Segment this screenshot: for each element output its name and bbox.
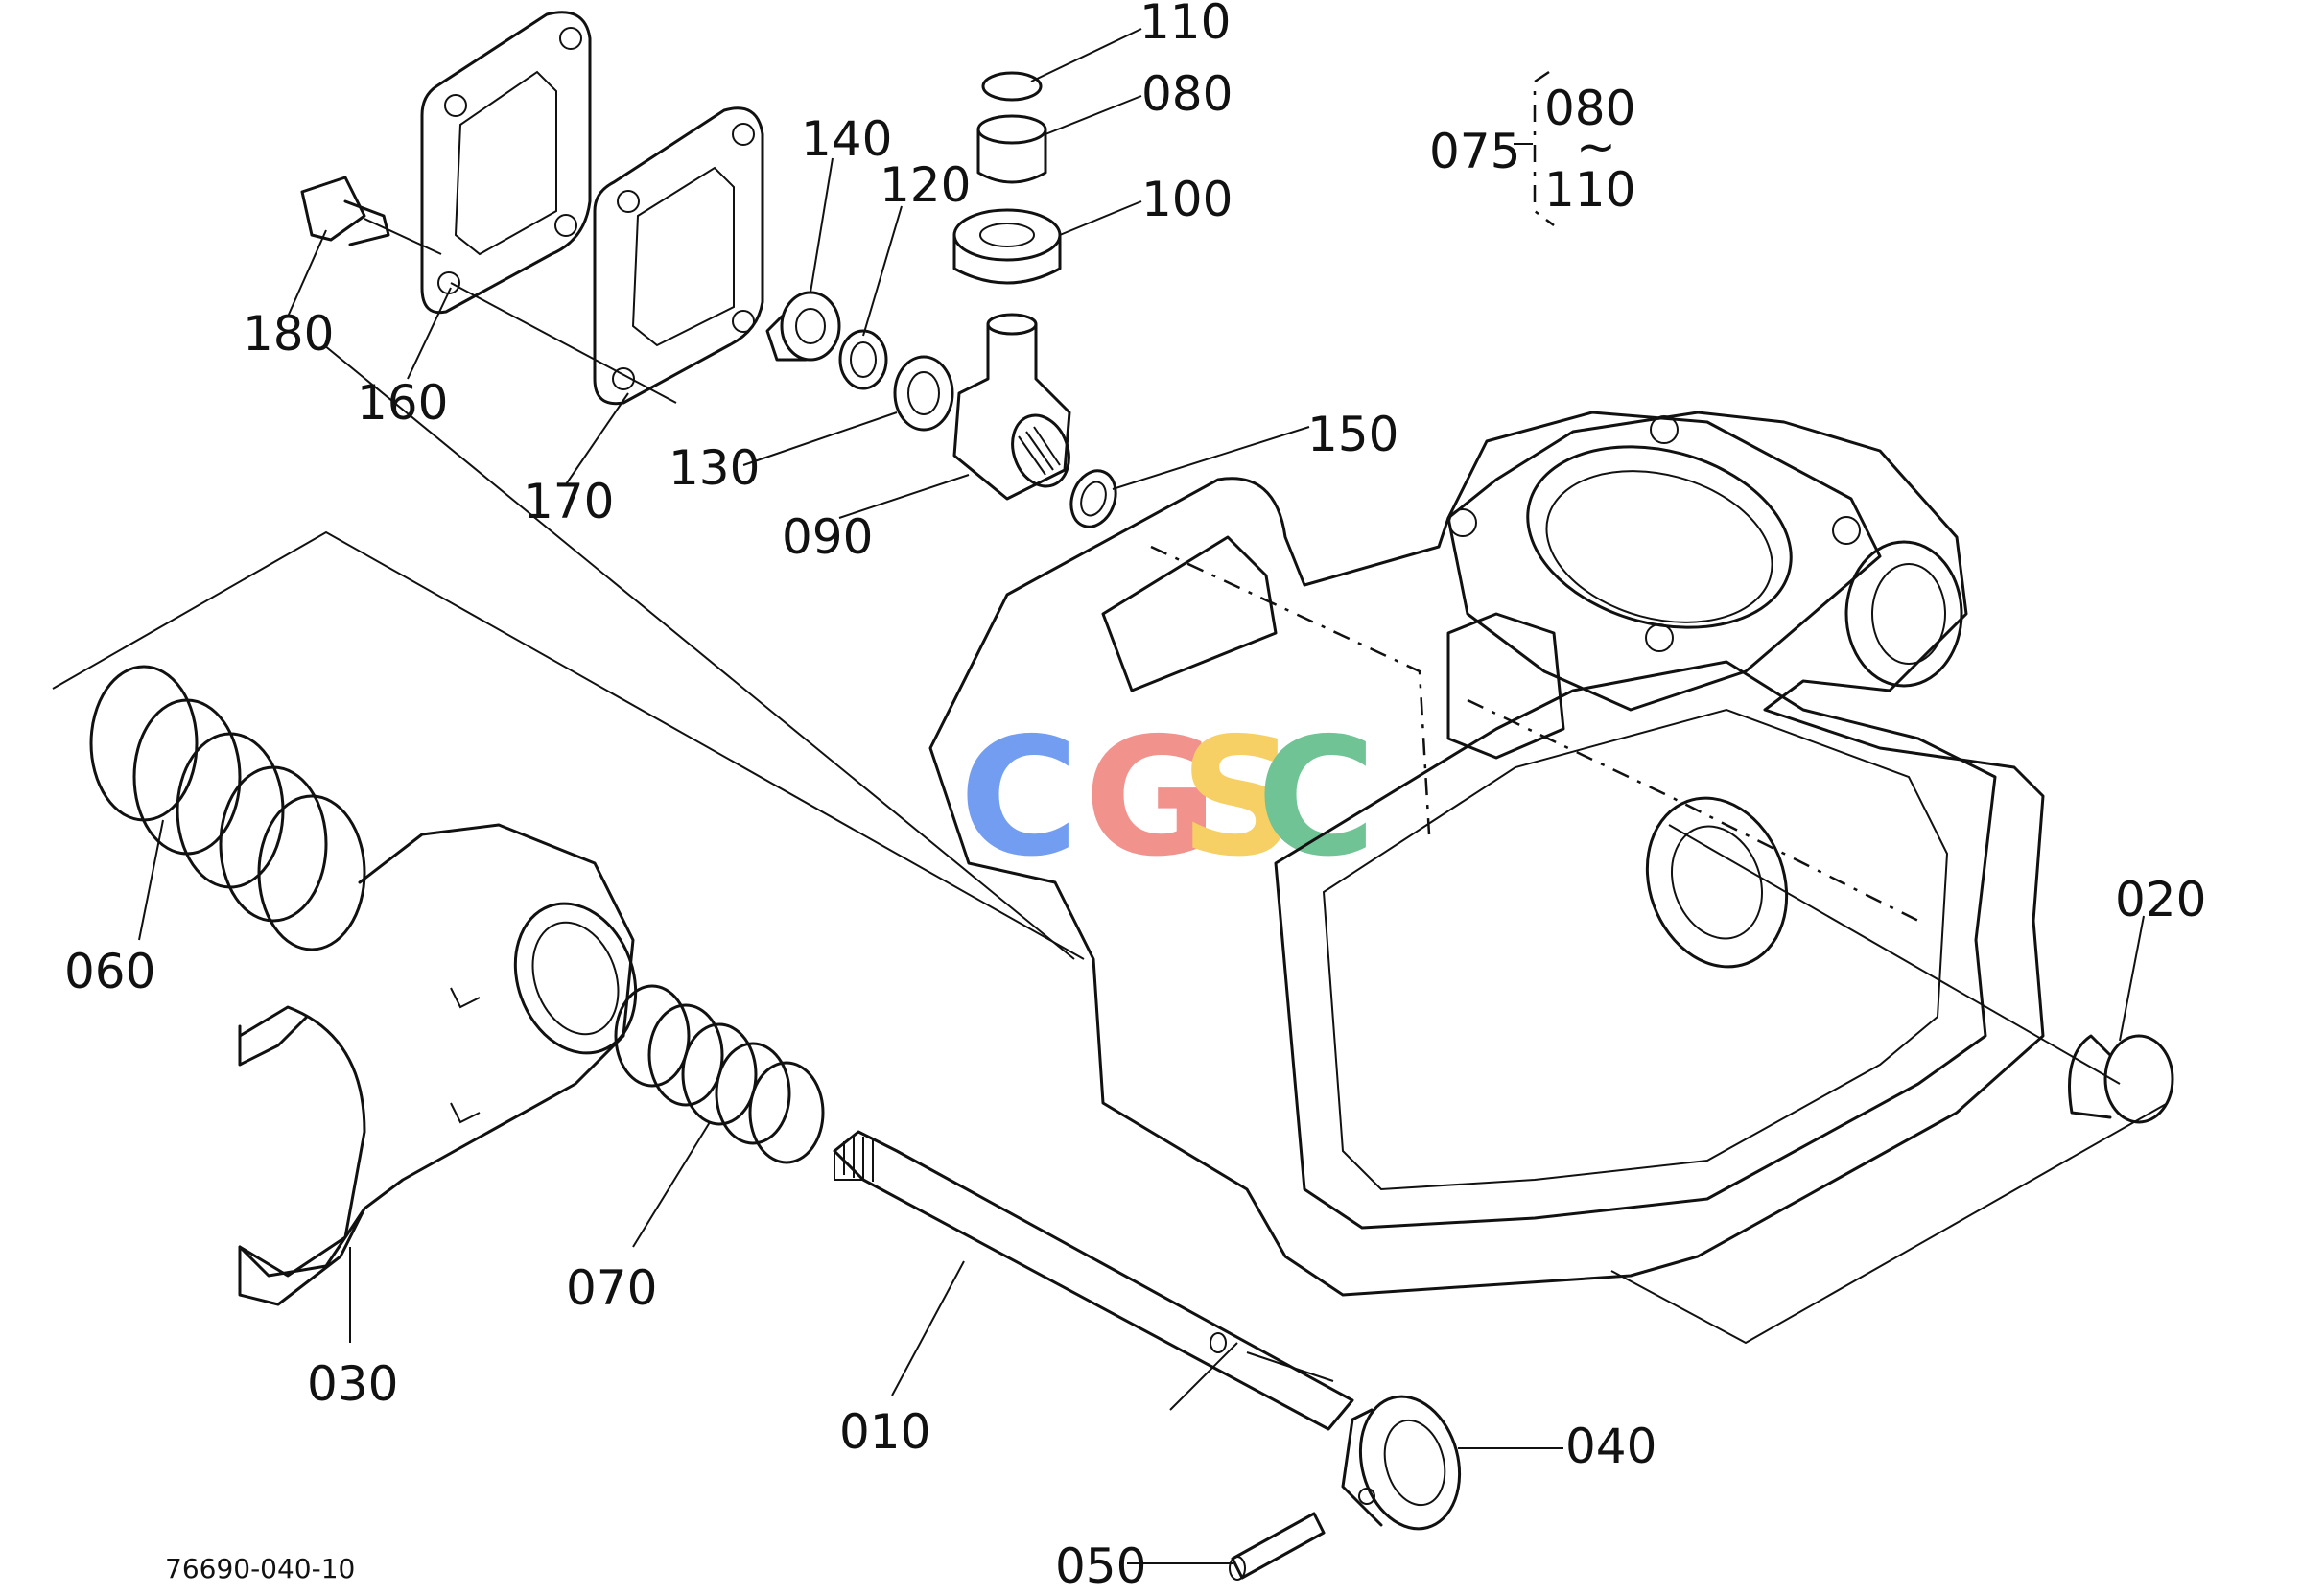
label-040: 040 bbox=[1565, 1419, 1656, 1474]
leader-lines bbox=[138, 28, 2145, 1564]
watermark: C G S C bbox=[959, 703, 1376, 893]
label-160: 160 bbox=[357, 375, 448, 431]
assembly-tilde: ~ bbox=[1576, 119, 1616, 175]
assembly-bracket bbox=[1533, 70, 1555, 226]
assembly-parent-label: 075 bbox=[1429, 124, 1520, 179]
label-110: 110 bbox=[1139, 0, 1231, 50]
part-010-shaft bbox=[833, 1130, 1354, 1431]
part-070-spring bbox=[614, 984, 825, 1164]
diagram-reference: 76690-040-10 bbox=[165, 1553, 355, 1584]
assembly-note: 075 080 ~ 110 bbox=[1429, 81, 1635, 218]
watermark-letter-2: G bbox=[1084, 703, 1218, 893]
part-150-o-ring bbox=[1069, 469, 1117, 528]
label-010: 010 bbox=[839, 1404, 930, 1460]
part-050-pin bbox=[1229, 1512, 1326, 1581]
part-090-shift-arm bbox=[952, 313, 1071, 501]
part-120-snap-ring bbox=[838, 329, 888, 390]
label-050: 050 bbox=[1055, 1538, 1146, 1594]
label-130: 130 bbox=[669, 440, 760, 496]
part-170-gasket bbox=[450, 106, 764, 406]
part-080-bushing bbox=[976, 114, 1047, 184]
part-040-collar bbox=[1341, 1395, 1462, 1531]
label-170: 170 bbox=[523, 474, 614, 529]
label-080: 080 bbox=[1141, 66, 1233, 122]
gearbox-housing bbox=[928, 411, 2169, 1345]
label-090: 090 bbox=[782, 509, 873, 565]
label-070: 070 bbox=[566, 1260, 657, 1316]
label-030: 030 bbox=[307, 1356, 398, 1412]
watermark-letter-1: C bbox=[959, 703, 1079, 893]
part-100-bearing bbox=[952, 208, 1062, 285]
part-180-bolt bbox=[300, 176, 442, 255]
part-110-circlip bbox=[981, 71, 1043, 102]
part-160-gasket bbox=[420, 11, 592, 315]
part-labels: 110 080 100 140 120 180 160 170 130 090 … bbox=[64, 0, 2206, 1594]
part-030-shift-fork bbox=[238, 823, 638, 1306]
part-060-spring bbox=[89, 665, 366, 951]
label-020: 020 bbox=[2115, 872, 2206, 927]
center-lines bbox=[52, 344, 2121, 1085]
label-060: 060 bbox=[64, 944, 155, 999]
label-140: 140 bbox=[801, 111, 892, 167]
label-120: 120 bbox=[880, 157, 971, 213]
label-100: 100 bbox=[1141, 172, 1233, 227]
assembly-last-label: 110 bbox=[1544, 162, 1635, 218]
label-150: 150 bbox=[1307, 407, 1398, 462]
part-140-bushing bbox=[765, 291, 841, 362]
part-130-washer bbox=[893, 355, 954, 432]
label-180: 180 bbox=[243, 306, 334, 362]
part-020-bushing bbox=[2068, 1034, 2174, 1124]
assembly-first-label: 080 bbox=[1544, 81, 1635, 136]
